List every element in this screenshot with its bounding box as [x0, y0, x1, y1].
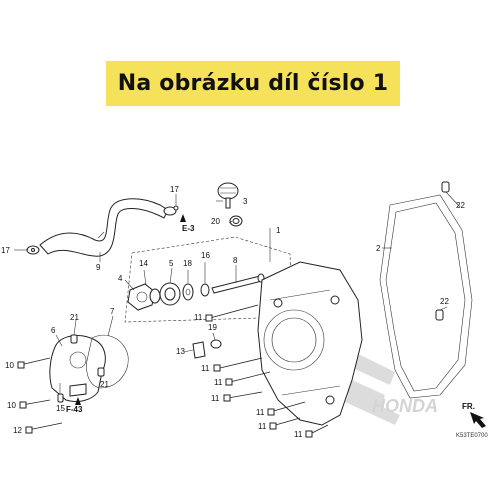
hose-clip-left [26, 245, 40, 255]
f43-ref-label: F-43 [66, 405, 83, 414]
mechanical-seal-5 [159, 282, 181, 306]
label-20: 20 [211, 217, 220, 226]
label-17-right: 17 [170, 185, 179, 194]
label-7: 7 [110, 307, 115, 316]
dowel-21-upper [70, 334, 78, 344]
right-crankcase-cover [257, 261, 363, 426]
dowel-pin-lower [435, 309, 444, 321]
label-19: 19 [208, 323, 217, 332]
label-11-e: 11 [256, 408, 265, 417]
hose-clip-right [163, 205, 179, 216]
label-11-a: 11 [194, 313, 203, 322]
water-hose [39, 198, 169, 257]
label-11-d: 11 [211, 394, 220, 403]
label-6: 6 [51, 326, 56, 335]
label-2: 2 [376, 244, 381, 253]
label-15: 15 [56, 404, 65, 413]
honda-logo-text: HONDA [372, 396, 438, 416]
seal-14 [149, 288, 161, 304]
label-9: 9 [96, 263, 101, 272]
pump-cover-gasket [86, 334, 129, 389]
label-18: 18 [183, 259, 192, 268]
washer-16 [200, 283, 210, 297]
label-3: 3 [243, 197, 248, 206]
label-8: 8 [233, 256, 238, 265]
water-pump-impeller [127, 283, 156, 311]
label-14: 14 [139, 259, 148, 268]
dowel-21-lower [97, 367, 105, 377]
pump-shaft-8 [211, 273, 265, 294]
label-10-lower: 10 [7, 401, 16, 410]
bolt-group [17, 304, 329, 438]
title-banner: Na obrázku díl číslo 1 [106, 61, 400, 106]
label-17-left: 17 [1, 246, 10, 255]
label-11-g: 11 [294, 430, 303, 439]
label-5: 5 [169, 259, 174, 268]
label-10-upper: 10 [5, 361, 14, 370]
drawing-code: K53TE0700 [456, 433, 488, 439]
f43-reference: F-43 [66, 397, 83, 414]
e3-reference: E-3 [180, 214, 195, 233]
label-11-f: 11 [258, 422, 267, 431]
label-4: 4 [118, 274, 123, 283]
front-direction-arrow: FR. [462, 402, 486, 428]
fr-label: FR. [462, 402, 475, 411]
dowel-15 [57, 393, 64, 403]
o-ring-19 [210, 339, 222, 349]
label-21-upper: 21 [70, 313, 79, 322]
e3-ref-label: E-3 [182, 224, 195, 233]
label-11-b: 11 [201, 364, 210, 373]
title-text: Na obrázku díl číslo 1 [117, 71, 389, 96]
label-11-c: 11 [214, 378, 223, 387]
dowel-pin-upper [441, 181, 450, 193]
water-pump-cover [49, 335, 106, 403]
oil-seal-18 [182, 283, 194, 301]
label-22-upper: 22 [456, 201, 465, 210]
crankcase-cover-gasket [379, 194, 473, 399]
label-12: 12 [13, 426, 22, 435]
drain-bolt-13 [192, 341, 206, 359]
label-13: 13 [176, 347, 185, 356]
label-22-lower: 22 [440, 297, 449, 306]
label-1: 1 [276, 226, 281, 235]
filler-cap [217, 182, 239, 209]
leader-lines [14, 191, 461, 394]
o-ring-20 [229, 215, 243, 227]
label-16: 16 [201, 251, 210, 260]
label-21-lower: 21 [100, 380, 109, 389]
